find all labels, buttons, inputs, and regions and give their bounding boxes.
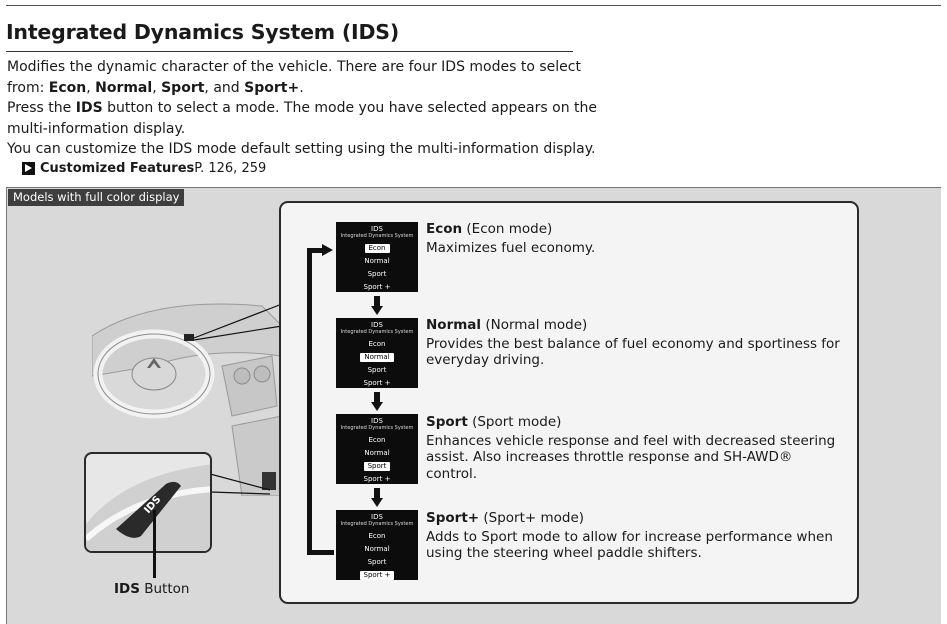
screen-option: Normal — [364, 545, 390, 553]
screen-option: Econ — [368, 532, 386, 540]
screen-option: Sport + — [363, 283, 391, 291]
screen-option: Econ — [368, 436, 386, 444]
down-arrow-icon — [371, 296, 383, 316]
intro-mode-econ: Econ — [48, 79, 87, 96]
mode-name: Sport+ — [426, 510, 480, 526]
intro-period: . — [299, 79, 304, 96]
mode-description: Sport (Sport mode) Enhances vehicle respo… — [426, 414, 846, 482]
models-tag: Models with full color display — [8, 189, 185, 206]
mode-desc-line1: Adds to Sport mode to allow for increase… — [426, 528, 833, 545]
mode-desc-line2: assist. Also increases throttle response… — [426, 449, 793, 482]
page-title: Integrated Dynamics System (IDS) — [6, 20, 400, 44]
top-rule — [6, 5, 941, 6]
cycle-arrow-bottom — [307, 550, 334, 555]
mode-desc-line1: Enhances vehicle response and feel with … — [426, 432, 836, 449]
screen-option-selected: Sport — [363, 462, 391, 471]
mode-name: Normal — [426, 317, 482, 333]
intro-sep: , and — [204, 79, 245, 96]
caption-leader-line — [153, 510, 156, 578]
screen-option: Sport + — [363, 475, 391, 483]
mode-description: Sport+ (Sport+ mode) Adds to Sport mode t… — [426, 510, 846, 562]
press-prefix: Press the — [7, 100, 76, 116]
ids-button-inset: IDS — [84, 452, 212, 553]
screen-option-selected: Normal — [360, 353, 394, 362]
inset-pointer-lines — [210, 473, 271, 495]
intro-sep: , — [152, 79, 162, 96]
press-paragraph: Press the IDS button to select a mode. T… — [7, 98, 597, 139]
screen-title: IDS — [371, 513, 383, 521]
mode-paren: (Sport mode) — [467, 414, 562, 430]
mode-name: Econ — [426, 221, 463, 237]
intro-mode-sportplus: Sport+ — [244, 79, 300, 96]
screen-subtitle: Integrated Dynamics System — [340, 329, 414, 335]
press-line2: multi-information display. — [7, 120, 186, 137]
cycle-arrow-head-icon — [322, 244, 333, 256]
screen-subtitle: Integrated Dynamics System — [340, 425, 414, 431]
intro-mode-sport: Sport — [161, 79, 205, 96]
cycle-arrow-line — [307, 248, 312, 555]
reference-label: Customized Features — [40, 161, 195, 176]
customize-paragraph: You can customize the IDS mode default s… — [7, 141, 596, 157]
mode-desc-line1: Maximizes fuel economy. — [426, 239, 596, 256]
screen-option: Sport — [367, 558, 387, 566]
press-ids: IDS — [75, 100, 103, 116]
ids-button-illustration: IDS — [86, 464, 210, 551]
screen-title: IDS — [371, 417, 383, 425]
mode-description: Econ (Econ mode) Maximizes fuel economy. — [426, 221, 846, 256]
screen-option: Sport — [367, 366, 387, 374]
screen-title: IDS — [371, 225, 383, 233]
ids-button-caption: IDS Button — [114, 581, 189, 597]
caption-bold: IDS — [114, 581, 140, 597]
down-arrow-icon — [371, 488, 383, 508]
arrow-right-icon — [22, 162, 35, 175]
title-underline — [6, 51, 573, 52]
intro-paragraph: Modifies the dynamic character of the ve… — [7, 57, 587, 98]
intro-line2-prefix: from: — [7, 79, 49, 96]
mode-desc-line2: using the steering wheel paddle shifters… — [426, 545, 702, 561]
mode-paren: (Normal mode) — [481, 317, 588, 333]
customized-features-link[interactable]: Customized Features P. 126, 259 — [22, 160, 266, 177]
down-arrow-icon — [371, 392, 383, 412]
cycle-arrow-top — [307, 248, 323, 253]
dashboard-illustration — [92, 303, 288, 496]
screen-option: Normal — [364, 257, 390, 265]
screen-option-selected: Econ — [364, 244, 390, 253]
mode-paren: (Econ mode) — [462, 221, 553, 237]
intro-sep: , — [86, 79, 96, 96]
screen-subtitle: Integrated Dynamics System — [340, 233, 414, 239]
screen-title: IDS — [371, 321, 383, 329]
reference-pages: P. 126, 259 — [194, 161, 267, 176]
intro-line1: Modifies the dynamic character of the ve… — [7, 59, 581, 75]
screen-option-selected: Sport + — [359, 571, 395, 580]
screen-option: Normal — [364, 449, 390, 457]
mode-desc-line2: everyday driving. — [426, 352, 545, 368]
mode-description: Normal (Normal mode) Provides the best ba… — [426, 317, 846, 369]
caption-rest: Button — [139, 581, 190, 597]
press-rest: button to select a mode. The mode you ha… — [102, 100, 597, 116]
screen-option: Sport — [367, 270, 387, 278]
screen-option: Econ — [368, 340, 386, 348]
screen-option: Sport + — [363, 379, 391, 387]
intro-mode-normal: Normal — [95, 79, 153, 96]
screen-subtitle: Integrated Dynamics System — [340, 521, 414, 527]
mode-desc-line1: Provides the best balance of fuel econom… — [426, 335, 840, 352]
mode-paren: (Sport+ mode) — [479, 510, 585, 526]
mode-name: Sport — [426, 414, 468, 430]
